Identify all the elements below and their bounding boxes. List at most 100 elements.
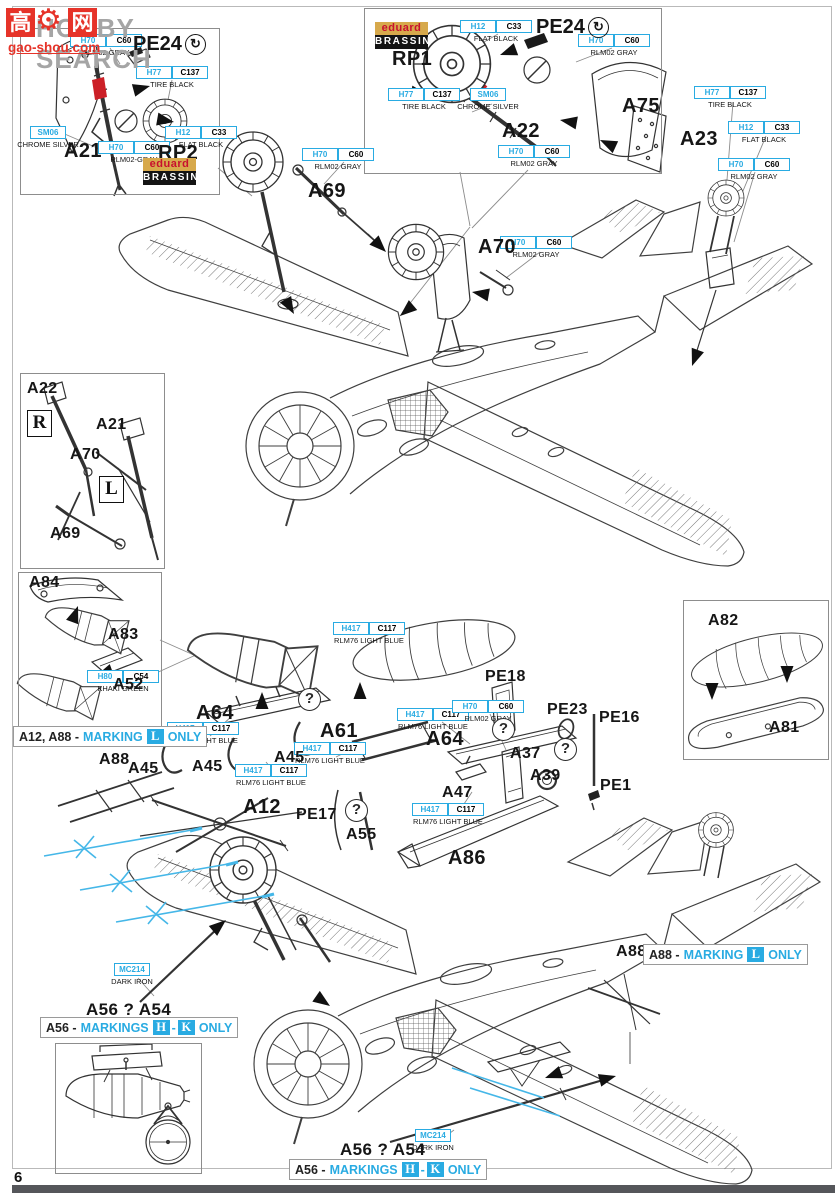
marking-part-prefix: A12, A88 - — [19, 729, 79, 744]
paint-code: H70 — [98, 141, 134, 154]
paint-code: H77 — [694, 86, 730, 99]
paint-code: H80 — [87, 670, 123, 683]
paint-code: H70 — [498, 145, 534, 158]
paint-code: H12 — [728, 121, 764, 134]
paint-code: C60 — [614, 34, 650, 47]
paint-name: CHROME SILVER — [17, 140, 79, 149]
gear-icon: ⚙ — [35, 4, 62, 37]
marking-letter-badge: L — [146, 729, 164, 744]
paint-code: C60 — [488, 700, 524, 713]
question-mark-icon: ? — [345, 799, 368, 822]
paint-code: H77 — [136, 66, 172, 79]
pe-label-text: PE24 — [133, 33, 182, 55]
part-label: A55 — [346, 826, 377, 843]
paint-code: C60 — [106, 34, 142, 47]
watermark-cn-right: 网 — [68, 8, 97, 37]
part-label: PE1 — [600, 777, 632, 794]
paint-code: H70 — [718, 158, 754, 171]
paint-code: C137 — [424, 88, 460, 101]
paint-code: H12 — [460, 20, 496, 33]
paint-code: H417 — [294, 742, 330, 755]
part-label: A84 — [29, 574, 60, 591]
part-label: A75 — [622, 95, 660, 117]
paint-name: RLM02 GRAY — [464, 714, 512, 723]
paint-code: H417 — [235, 764, 271, 777]
paint-name: KHAKI GREEN — [97, 684, 149, 693]
paint-code: H417 — [333, 622, 369, 635]
paint-name: RLM02 GRAY — [590, 48, 638, 57]
paint-name: RLM76 LIGHT BLUE — [413, 817, 483, 826]
paint-code: H70 — [302, 148, 338, 161]
paint-name: RLM76 LIGHT BLUE — [295, 756, 365, 765]
bomb-center-drawing — [182, 623, 319, 700]
paint-code: C33 — [496, 20, 532, 33]
marking-part-prefix: A88 - — [649, 947, 680, 962]
paint-code: H77 — [388, 88, 424, 101]
marking-only: ONLY — [198, 1020, 233, 1035]
marking-word: MARKING — [82, 729, 143, 744]
paint-name: RLM02 GRAY — [510, 159, 558, 168]
side-letter-box: R — [27, 410, 52, 437]
part-label: A45 — [274, 749, 305, 766]
paint-code: C137 — [730, 86, 766, 99]
paint-code: H12 — [165, 126, 201, 139]
part-label: A86 — [448, 847, 486, 869]
marking-part-prefix: A56 - — [295, 1162, 326, 1177]
detail-box — [683, 600, 829, 760]
paint-code: MC214 — [415, 1129, 451, 1142]
paint-name: RLM02 GRAY — [82, 48, 130, 57]
part-label: RP1 — [392, 48, 433, 70]
paint-name: RLM02 GRAY — [512, 250, 560, 259]
part-label: A47 — [442, 784, 473, 801]
paint-code: MC214 — [114, 963, 150, 976]
part-label: A64 — [196, 702, 234, 724]
part-label: A45 — [192, 758, 223, 775]
paint-name: FLAT BLACK — [741, 135, 787, 144]
paint-name: RLM76 LIGHT BLUE — [334, 636, 404, 645]
part-label: A69 — [308, 180, 346, 202]
question-mark-icon: ? — [492, 718, 515, 741]
part-label: A69 — [50, 525, 81, 542]
part-label: A64 — [426, 728, 464, 750]
marking-letter-badge: H — [401, 1162, 419, 1177]
marking-letter-badge: K — [426, 1162, 444, 1177]
paint-name: RLM02 GRAY — [314, 162, 362, 171]
gear-assembled-art — [260, 153, 514, 353]
paint-code: C60 — [338, 148, 374, 161]
part-label: A82 — [708, 612, 739, 629]
tailwheel-drawing — [707, 179, 745, 217]
paint-name: RLM02 GRAY — [730, 172, 778, 181]
paint-code: C33 — [201, 126, 237, 139]
bomb-profile-box-art — [65, 1043, 191, 1165]
paint-name: TIRE BLACK — [708, 100, 752, 109]
part-label: A21 — [64, 140, 102, 162]
gear-legs-box-art — [43, 381, 159, 561]
watermark-cn-left: 高 — [6, 8, 35, 37]
pe-label: PE24↻ — [536, 16, 609, 39]
part-label: A56 ? A54 — [340, 1140, 426, 1159]
assembly-arrows — [66, 43, 794, 1087]
paint-code: H70 — [452, 700, 488, 713]
paint-code: C117 — [330, 742, 366, 755]
part-label: A81 — [769, 719, 800, 736]
part-label: A12 — [243, 796, 281, 818]
watermark-logo: HOBBY SEARCH 高 ⚙ 网 gao-shou.com — [6, 4, 246, 74]
paint-code: C60 — [534, 145, 570, 158]
part-label: A45 — [128, 760, 159, 777]
marking-word: MARKING — [683, 947, 744, 962]
